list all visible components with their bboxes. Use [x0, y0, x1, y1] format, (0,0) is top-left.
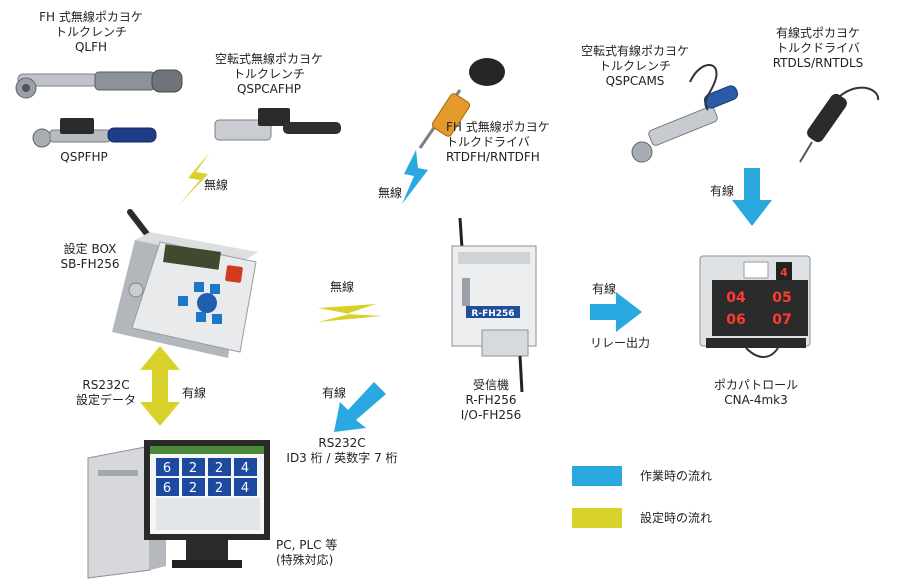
- rs232c-output-arrow-work: [334, 382, 386, 432]
- setbox-label: 設定 BOX SB-FH256: [60, 242, 120, 271]
- rs232c-setting-arrow: [140, 346, 180, 426]
- wireless-bolt-driver-work: [402, 150, 428, 204]
- patrol-digit: 06: [726, 312, 745, 328]
- pc-cell-value: 2: [189, 461, 197, 476]
- wired-rs-output-label: 有線: [321, 386, 346, 400]
- qspfhp-label: QSPFHP: [60, 150, 108, 164]
- patrol-digit: 07: [772, 312, 791, 328]
- patrol-digit-display: 04 05 06 07 4: [726, 266, 791, 328]
- rtdls-driver-image: [799, 86, 880, 163]
- qspcafhp-wrench-image: [214, 108, 341, 141]
- rtdfh-label: FH 式無線ポカヨケ トルクドライバ RTDFH/RNTDFH: [446, 120, 550, 164]
- wireless-center-label: 無線: [329, 280, 354, 294]
- pc-cell-value: 2: [215, 481, 223, 496]
- patrol-digit: 04: [726, 290, 746, 306]
- patrol-channel: 4: [780, 266, 788, 279]
- setbox-device-image: [112, 209, 258, 358]
- patrol-label: ポカパトロール CNA-4mk3: [713, 378, 799, 407]
- legend-swatch-setting: [572, 508, 622, 528]
- qlfh-wrench-image: [15, 69, 183, 99]
- relay-output-label: リレー出力: [589, 336, 650, 350]
- wireless-driver-label: 無線: [377, 186, 402, 200]
- receiver-model-label: R-FH256: [471, 309, 514, 319]
- rs232c-setting-label: RS232C 設定データ: [75, 378, 136, 407]
- wired-relay-label: 有線: [591, 282, 616, 296]
- qspcams-label: 空転式有線ポカヨケ トルクレンチ QSPCAMS: [580, 44, 689, 88]
- qspcafhp-label: 空転式無線ポカヨケ トルクレンチ QSPCAFHP: [214, 52, 323, 96]
- wireless-bolt-left-setting: [178, 152, 210, 206]
- pc-cell-value: 6: [163, 481, 171, 496]
- wired-down-arrow-work: [732, 168, 772, 226]
- pc-cell-value: 6: [163, 461, 171, 476]
- wired-top-label: 有線: [709, 184, 734, 198]
- receiver-label: 受信機 R-FH256 I/O-FH256: [460, 378, 522, 422]
- wireless-left-label: 無線: [203, 178, 228, 192]
- qspcams-wrench-image: [631, 64, 739, 163]
- pc-cell-value: 4: [241, 461, 249, 476]
- patrol-device-image: [699, 255, 811, 358]
- relay-output-arrow-work: [590, 292, 642, 332]
- qlfh-label: FH 式無線ポカヨケ トルクレンチ QLFH: [39, 10, 143, 54]
- rtdfh-driver-image: [418, 58, 505, 149]
- legend-label-setting: 設定時の流れ: [640, 511, 713, 525]
- pc-cell-value: 4: [241, 481, 249, 496]
- pc-screen-cells: 6 2 2 4 6 2 2 4: [156, 458, 257, 496]
- pc-cell-value: 2: [215, 461, 223, 476]
- wired-setting-label: 有線: [181, 386, 206, 400]
- pc-cell-value: 2: [189, 481, 197, 496]
- legend-label-work: 作業時の流れ: [640, 469, 713, 483]
- rtdls-label: 有線式ポカヨケ トルクドライバ RTDLS/RNTDLS: [772, 26, 864, 70]
- rs232c-output-label: RS232C ID3 桁 / 英数字 7 桁: [286, 436, 398, 465]
- patrol-digit: 05: [772, 290, 791, 306]
- qspfhp-wrench-image: [32, 118, 157, 148]
- pc-label: PC, PLC 等 (特殊対応): [276, 538, 338, 567]
- legend-swatch-work: [572, 466, 622, 486]
- wireless-bolt-center-setting: [318, 304, 382, 322]
- receiver-device-image: [451, 217, 537, 393]
